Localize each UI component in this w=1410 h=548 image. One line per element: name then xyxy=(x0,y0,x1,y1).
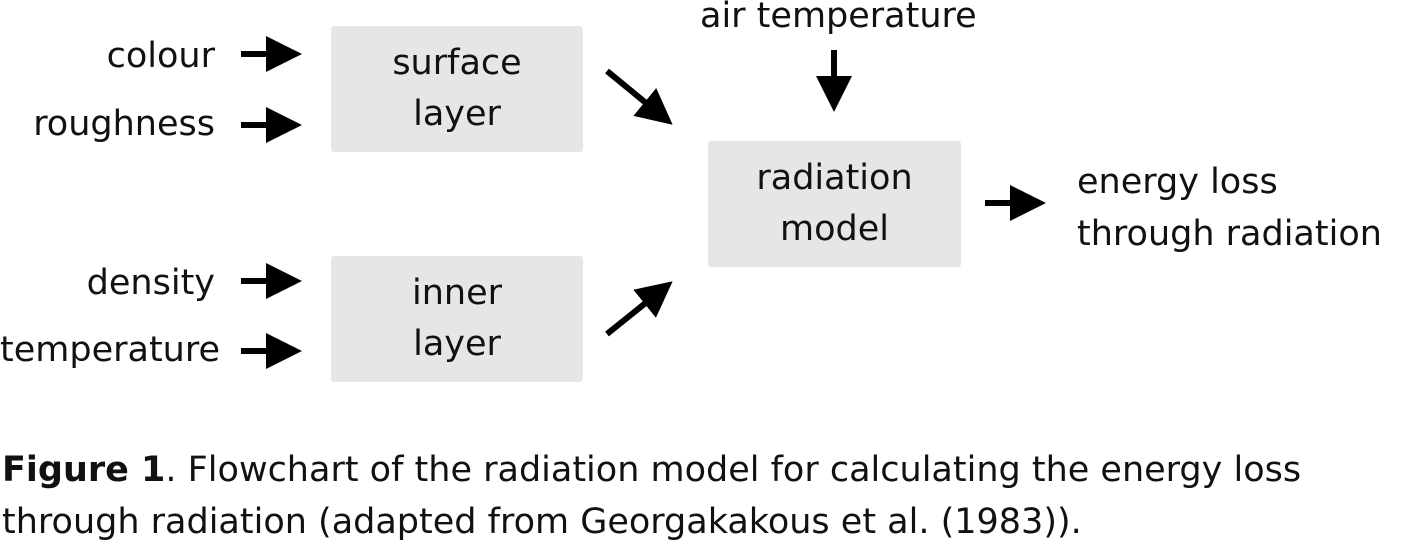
arrow-surface-to-model xyxy=(605,68,673,125)
radiation-model-line-1: radiation xyxy=(756,158,913,198)
output-label-line-2: through radiation xyxy=(1077,214,1382,254)
arrows-layer xyxy=(241,36,1046,369)
output-label: energy loss through radiation xyxy=(1077,156,1382,260)
caption-line-2: through radiation (adapted from Georgaka… xyxy=(2,502,1082,542)
surface-layer-line-2: layer xyxy=(413,94,501,134)
inner-layer-box: inner layer xyxy=(331,256,583,382)
caption-label: Figure 1 xyxy=(2,450,166,490)
caption-line-1: Figure 1. Flowchart of the radiation mod… xyxy=(2,444,1402,496)
surface-layer-box: surface layer xyxy=(331,26,583,152)
inner-layer-line-1: inner xyxy=(411,273,502,313)
input-label-density: density xyxy=(86,263,215,303)
output-label-line-1: energy loss xyxy=(1077,162,1278,202)
radiation-model-box: radiation model xyxy=(708,141,961,267)
input-label-air-temperature: air temperature xyxy=(700,0,977,36)
input-label-colour: colour xyxy=(106,36,215,76)
radiation-model-line-2: model xyxy=(780,209,889,249)
caption-text: . Flowchart of the radiation model for c… xyxy=(165,450,1302,490)
arrow-inner-to-model xyxy=(605,281,673,337)
figure-caption: Figure 1. Flowchart of the radiation mod… xyxy=(2,444,1402,548)
inner-layer-line-2: layer xyxy=(413,324,501,364)
input-label-roughness: roughness xyxy=(33,104,215,144)
input-label-temperature: temperature xyxy=(0,330,220,370)
surface-layer-line-1: surface xyxy=(392,43,522,83)
